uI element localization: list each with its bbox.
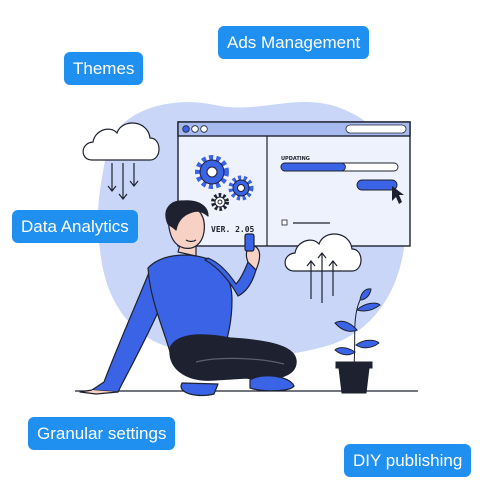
mouse-cursor-icon [392, 186, 404, 204]
potted-plant-icon [334, 288, 381, 394]
gear-icon [228, 175, 254, 201]
cloud-upload-icon [284, 233, 362, 303]
window-dot-white [200, 125, 208, 133]
person [79, 200, 297, 397]
gear-icon [195, 155, 229, 189]
smartphone-icon [244, 233, 255, 252]
diy-publishing-tag: DIY publishing [344, 444, 472, 477]
browser-window: VER. 2.05 UPDATING [177, 121, 411, 247]
progress-fill [280, 162, 346, 172]
update-button [356, 179, 398, 191]
themes-tag: Themes [64, 52, 144, 85]
granular-settings-tag: Granular settings [28, 417, 176, 450]
gear-icon [211, 193, 229, 211]
updating-label: UPDATING [281, 156, 310, 162]
data-analytics-tag: Data Analytics [12, 210, 138, 243]
window-dot-white [191, 125, 199, 133]
cloud-download-icon [82, 122, 160, 200]
window-dot-blue [182, 125, 190, 133]
version-label: VER. 2.05 [211, 225, 255, 234]
address-bar [345, 124, 407, 134]
ads-management-tag: Ads Management [218, 26, 370, 59]
checkbox-icon [281, 219, 288, 226]
